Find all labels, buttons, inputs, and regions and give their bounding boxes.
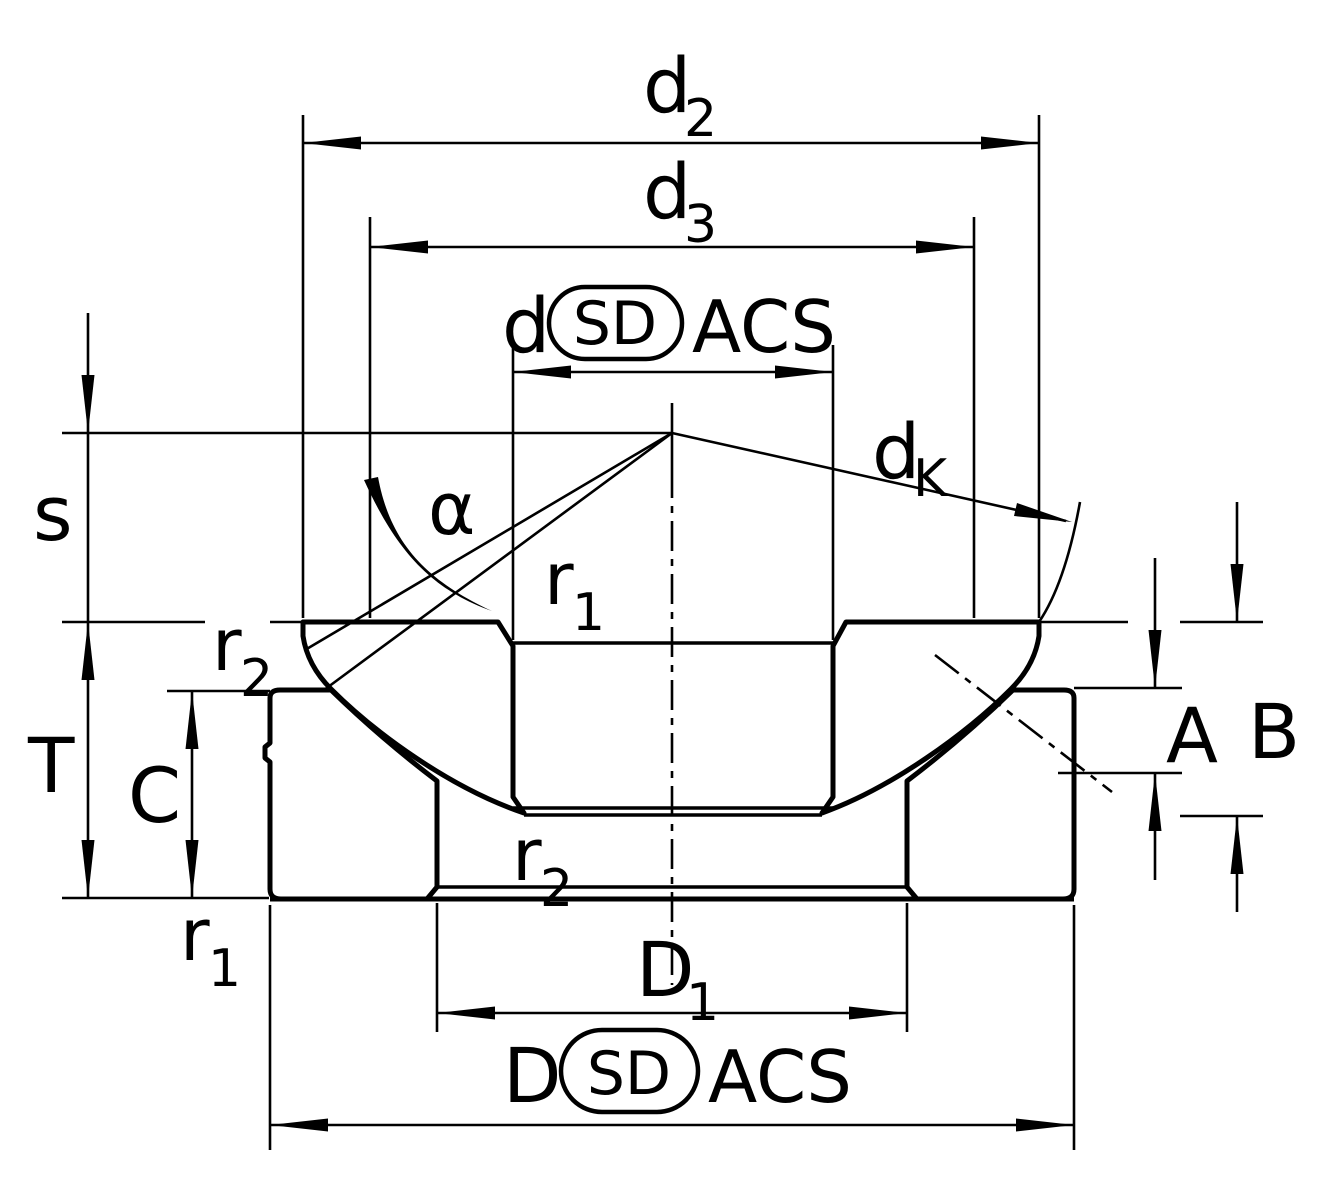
- d-arrow-right: [775, 365, 833, 379]
- dim-dk: dK: [671, 407, 1072, 523]
- B-arrow-down: [1230, 564, 1244, 622]
- d2-arrow-left: [303, 136, 361, 150]
- dk-arrowhead: [1014, 503, 1072, 522]
- T-label: T: [27, 721, 75, 810]
- D-label: D: [503, 1031, 562, 1120]
- d2-arrow-right: [981, 136, 1039, 150]
- dim-d2: d2: [301, 41, 1041, 618]
- B-arrow-up: [1230, 816, 1244, 874]
- dk-radius-line: [671, 431, 1067, 523]
- alpha-ray-upper: [304, 431, 673, 652]
- d3-arrow-right: [916, 240, 974, 254]
- dim-D1: D1: [435, 903, 909, 1033]
- d-arrow-left: [513, 365, 571, 379]
- ring-left-section: [300, 619, 527, 816]
- alpha-ray-lower: [323, 431, 673, 692]
- contact-angle-centerline: [934, 653, 1113, 794]
- dim-B: B: [1041, 502, 1300, 912]
- A-label: A: [1166, 691, 1218, 780]
- d-acs-label: ACS: [692, 285, 836, 369]
- D1-label: D1: [636, 925, 719, 1033]
- s-label: s: [33, 469, 73, 558]
- s-arrow-down: [81, 375, 95, 433]
- A-arrow-down: [1148, 630, 1162, 688]
- dim-s-and-T: s T: [27, 313, 303, 900]
- D-acs-label: ACS: [708, 1035, 852, 1119]
- C-arrow-up: [185, 691, 199, 749]
- D-arrow-left: [270, 1118, 328, 1132]
- d3-label: d3: [643, 147, 717, 255]
- alpha-angle-construction: α: [304, 431, 673, 692]
- alpha-label: α: [428, 467, 475, 551]
- dim-C: C: [128, 689, 270, 898]
- housing-washer-lower-ring: [262, 687, 1077, 902]
- D1-arrow-right: [849, 1006, 907, 1020]
- dim-D-outer: D SD ACS: [268, 905, 1076, 1150]
- r2-upper-left-label: r2: [212, 603, 273, 709]
- dim-d3: d3: [368, 147, 976, 618]
- sd-tolerance-frame-icon: [546, 284, 685, 362]
- sd-tolerance-frame-icon-bottom: [558, 1027, 701, 1115]
- D-arrow-right: [1016, 1118, 1074, 1132]
- sphere-construction-arc: [1037, 501, 1082, 623]
- dim-A: A: [1058, 558, 1218, 880]
- d2-label: d2: [643, 41, 717, 149]
- ring-right-section: [819, 619, 1042, 816]
- r1-lower-label: r1: [180, 893, 241, 999]
- d3-arrow-left: [370, 240, 428, 254]
- C-arrow-down: [185, 840, 199, 898]
- A-arrow-up: [1148, 773, 1162, 831]
- d-label: d: [502, 281, 550, 370]
- r2-lower-label: r2: [512, 813, 573, 919]
- sT-arrow-up: [81, 622, 95, 680]
- washer-right-section: [904, 687, 1077, 902]
- C-label: C: [128, 751, 181, 840]
- dim-d-bore: d SD ACS: [502, 281, 836, 640]
- alpha-arc-arrow: [364, 477, 492, 611]
- D-sd-label: SD: [587, 1039, 671, 1109]
- B-label: B: [1248, 687, 1300, 776]
- washer-left-section: [262, 687, 440, 902]
- r1-upper-label: r1: [544, 537, 605, 643]
- D1-arrow-left: [437, 1006, 495, 1020]
- d-sd-label: SD: [573, 289, 657, 359]
- dk-label: dK: [872, 407, 949, 509]
- T-arrow-down: [81, 840, 95, 898]
